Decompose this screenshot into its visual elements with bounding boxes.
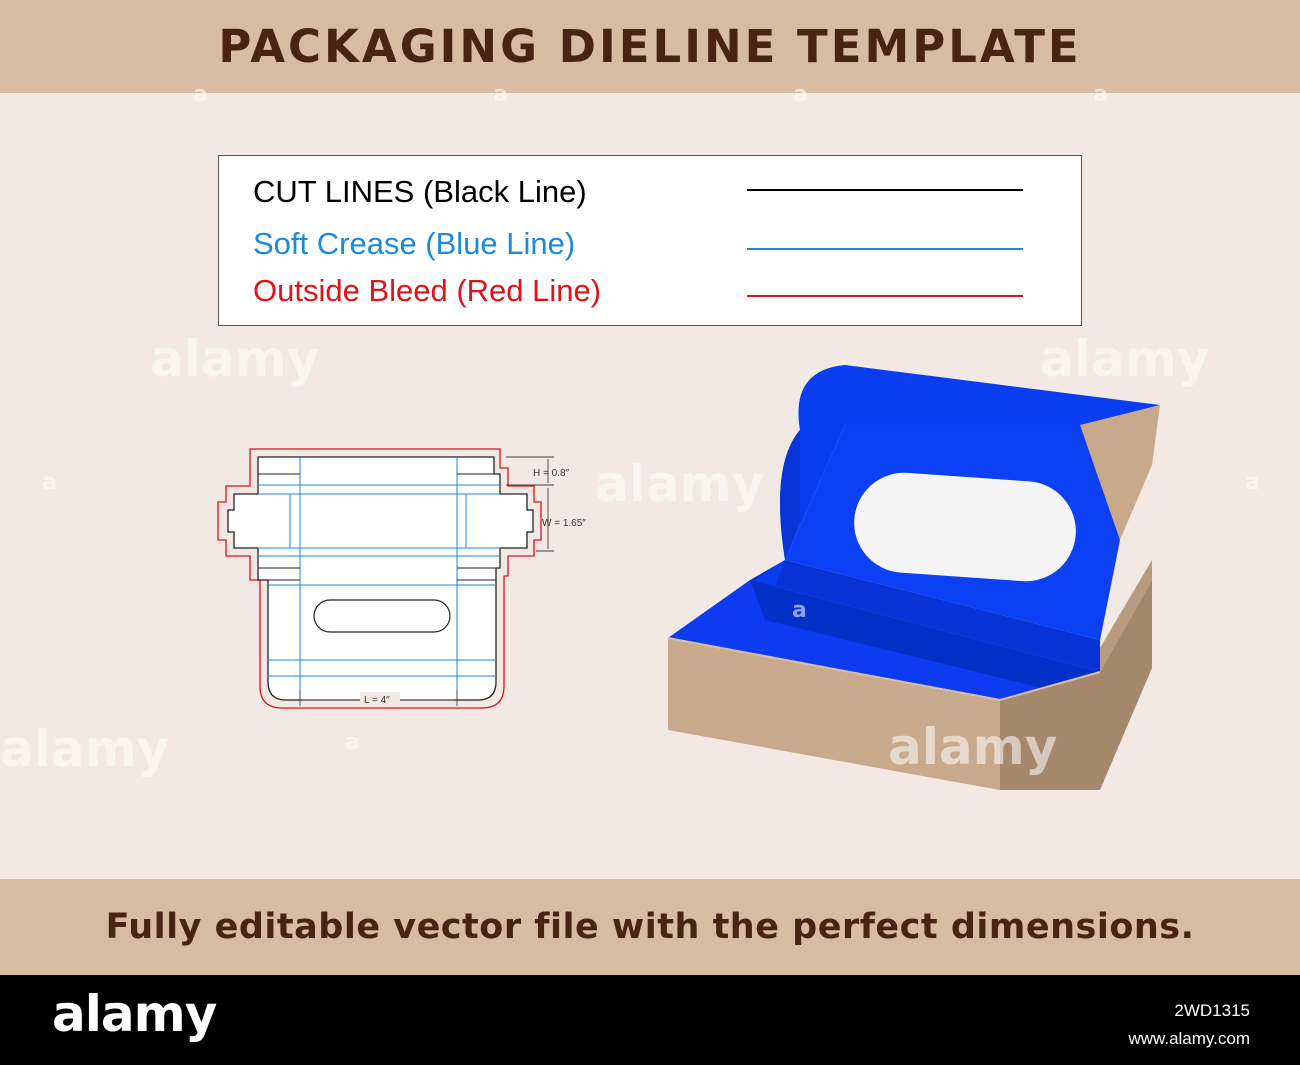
box-right-wall	[1000, 672, 1100, 790]
lid-tuck-flap-shade	[780, 430, 800, 560]
watermark: a	[493, 82, 508, 107]
watermark: a	[1093, 82, 1108, 107]
inner-back-wall	[750, 560, 1100, 672]
legend-cut-line	[747, 189, 1023, 191]
legend-crease-label: Soft Crease (Blue Line)	[253, 226, 576, 261]
legend-bleed-label: Outside Bleed (Red Line)	[253, 273, 602, 308]
tagline: Fully editable vector file with the perf…	[105, 907, 1195, 947]
dim-w-label: W = 1.65″	[542, 518, 586, 529]
lid-window	[854, 472, 1076, 582]
watermark: alamy	[1040, 330, 1210, 388]
watermark: a	[193, 82, 208, 107]
dim-l-label-bg	[360, 692, 400, 706]
bottom-banner: Fully editable vector file with the perf…	[0, 879, 1300, 975]
dim-l-label: L = 4″	[364, 695, 390, 706]
watermark: alamy	[888, 718, 1058, 776]
line-legend: CUT LINES (Black Line) Soft Crease (Blue…	[218, 155, 1082, 326]
legend-cut-label: CUT LINES (Black Line)	[253, 174, 587, 209]
cut-outline	[227, 456, 534, 701]
watermark: alamy	[150, 330, 320, 388]
stock-meta: 2WD1315 www.alamy.com	[1128, 997, 1250, 1053]
box-3d	[667, 365, 1160, 790]
lid-top-strip	[845, 365, 1160, 425]
legend-crease-line	[747, 248, 1023, 250]
stock-footer: alamy 2WD1315 www.alamy.com	[0, 975, 1300, 1065]
image-id: 2WD1315	[1174, 1001, 1250, 1020]
dieline-window	[313, 599, 451, 633]
bleed-outline	[217, 448, 542, 709]
watermark: a	[1245, 470, 1260, 495]
watermark: alamy	[595, 455, 765, 513]
box-front-wall	[668, 638, 1000, 790]
watermark: a	[792, 598, 807, 623]
watermark: a	[42, 470, 57, 495]
watermark: a	[793, 82, 808, 107]
page-title: PACKAGING DIELINE TEMPLATE	[218, 20, 1082, 73]
legend-bleed-line	[747, 295, 1023, 297]
watermark: alamy	[0, 720, 170, 778]
watermark: a	[345, 730, 360, 755]
site-url: www.alamy.com	[1128, 1029, 1250, 1048]
inner-floor-shadow	[750, 580, 1100, 690]
box-side-right	[1100, 580, 1152, 790]
flat-dieline: H = 0.8″ W = 1.65″ L = 4″	[217, 448, 586, 709]
box-rim	[667, 637, 1101, 702]
dim-h-label: H = 0.8″	[533, 468, 570, 479]
top-banner: PACKAGING DIELINE TEMPLATE	[0, 0, 1300, 93]
alamy-logo: alamy	[52, 985, 217, 1043]
box-back-edge	[1100, 560, 1152, 672]
